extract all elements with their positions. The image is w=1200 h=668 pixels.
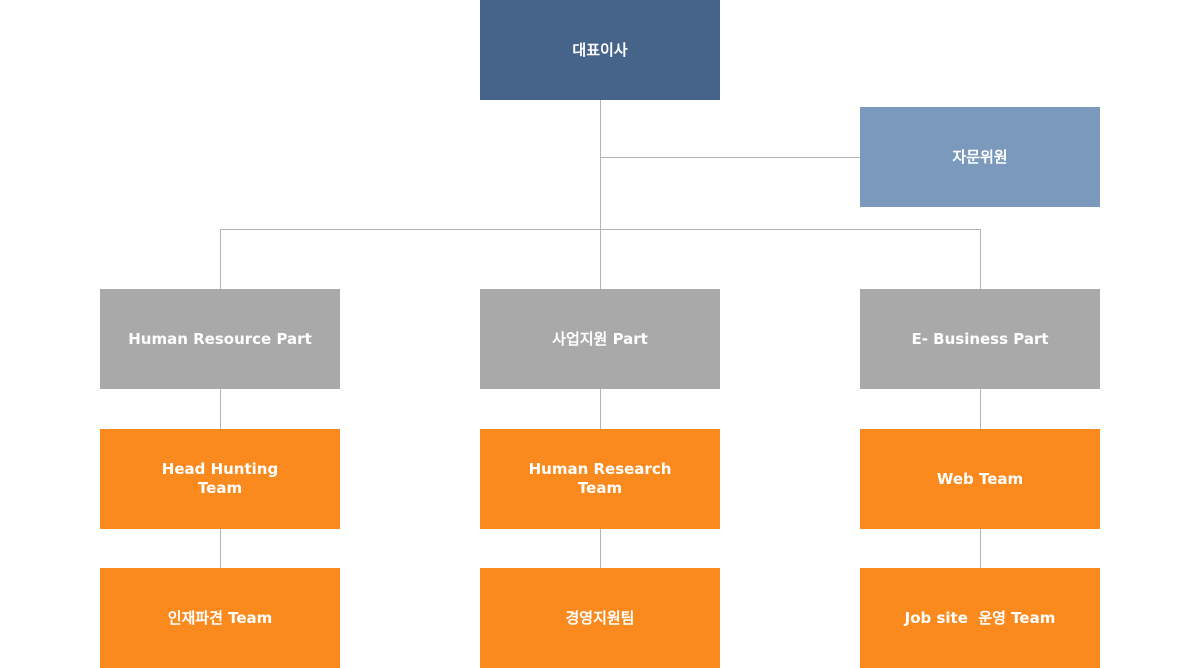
connector-advisor [600,157,860,158]
team-label-line: Human Research [528,460,672,478]
team-label-line: Team [197,479,243,497]
connector-support-team2 [600,529,601,568]
team-label: Web Team [936,469,1024,488]
connector-parts-horizontal [220,229,981,230]
part-label: 사업지원 Part [552,329,648,348]
team-box-web: Web Team [860,429,1100,529]
connector-support-team1 [600,389,601,429]
part-box-business-support: 사업지원 Part [480,289,720,389]
team-box-job-site: Job site 운영 Team [860,568,1100,668]
part-box-human-resource: Human Resource Part [100,289,340,389]
connector-hr-team2 [220,529,221,568]
connector-part-ebiz [980,229,981,289]
connector-ebiz-team1 [980,389,981,429]
ceo-label: 대표이사 [572,40,628,59]
ceo-box: 대표이사 [480,0,720,100]
part-box-e-business: E- Business Part [860,289,1100,389]
team-box-human-research: Human Research Team [480,429,720,529]
team-box-head-hunting: Head Hunting Team [100,429,340,529]
connector-part-hr [220,229,221,289]
team-box-management-support: 경영지원팀 [480,568,720,668]
team-label-line: Head Hunting [161,460,279,478]
connector-hr-team1 [220,389,221,429]
team-box-dispatch: 인재파견 Team [100,568,340,668]
advisor-box: 자문위원 [860,107,1100,207]
connector-ceo-trunk [600,100,601,289]
team-label: Job site 운영 Team [904,608,1056,627]
team-label: 경영지원팀 [565,608,635,627]
part-label: Human Resource Part [128,329,312,348]
connector-ebiz-team2 [980,529,981,568]
team-label: 인재파견 Team [167,608,273,627]
advisor-label: 자문위원 [952,147,1008,166]
part-label: E- Business Part [911,329,1049,348]
team-label-line: Team [577,479,623,497]
